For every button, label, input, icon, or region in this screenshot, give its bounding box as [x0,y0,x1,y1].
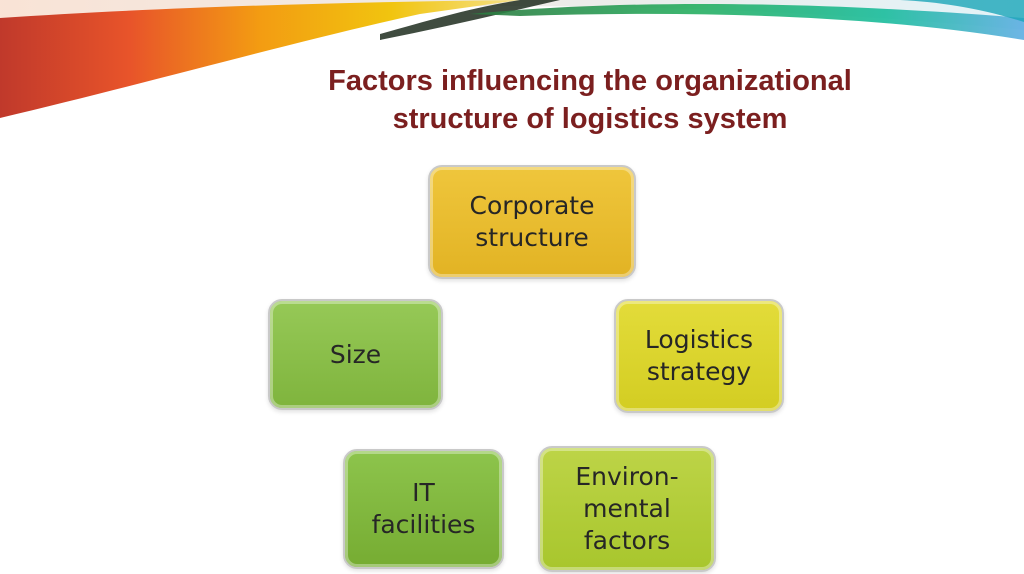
node-size-label: Size [329,339,382,369]
swoosh-band-warm [0,0,520,118]
slide-title: Factors influencing the organizational s… [240,62,940,138]
node-logistics-strategy: Logistics strategy [614,299,784,413]
node-logistics-strategy-label: Logistics strategy [644,325,754,386]
node-size: Size [268,299,443,410]
swoosh-band-cool [470,3,1024,40]
swoosh-band-dark [380,0,560,40]
swoosh-band-teal [900,0,1024,22]
node-corporate-structure-label: Corporate structure [469,191,595,252]
node-environmental-factors: Environ- mental factors [538,446,716,572]
node-corporate-structure: Corporate structure [428,165,636,279]
title-line-1: Factors influencing the organizational [328,65,852,97]
title-line-2: structure of logistics system [392,103,788,135]
decorative-swoosh [0,0,1024,118]
node-it-facilities-label: IT facilities [371,478,476,539]
node-environmental-factors-label: Environ- mental factors [575,462,679,555]
node-it-facilities: IT facilities [343,449,504,569]
